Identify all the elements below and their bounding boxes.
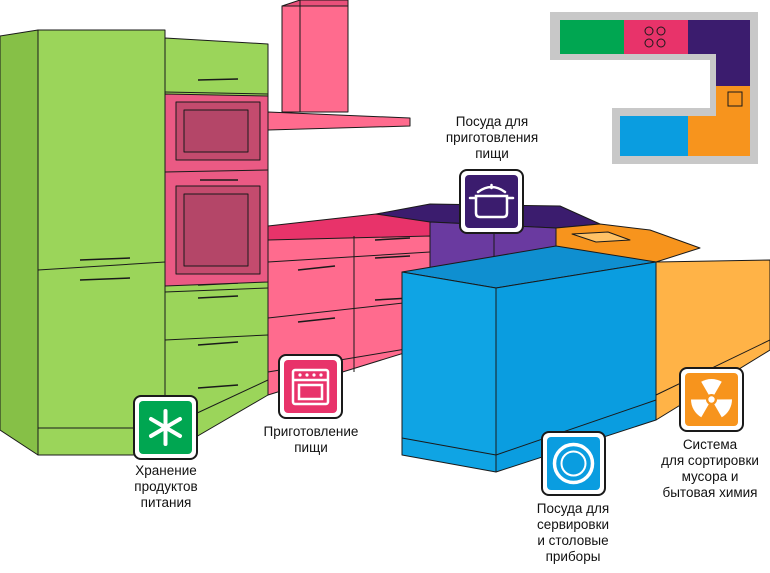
tableware-zone-label: Посуда для сервировки и столовые приборы bbox=[536, 501, 610, 564]
waste-zone-label: Система для сортировки мусора и бытовая … bbox=[661, 437, 759, 500]
cookware-zone-icon bbox=[459, 169, 524, 234]
island-cabinet bbox=[401, 245, 657, 473]
cooking-zone-label: Приготовление пищи bbox=[263, 424, 359, 455]
radiation-icon bbox=[690, 378, 733, 418]
range-hood bbox=[267, 0, 411, 131]
plate-icon bbox=[552, 442, 595, 485]
oven-icon bbox=[291, 368, 330, 406]
oven-tower bbox=[164, 93, 269, 287]
pot-icon bbox=[468, 183, 515, 219]
storage-zone-label: Хранение продуктов питания bbox=[134, 463, 198, 510]
snowflake-icon bbox=[149, 409, 182, 446]
tableware-zone-icon bbox=[541, 431, 606, 496]
waste-zone-icon bbox=[679, 367, 744, 432]
cooking-zone-icon bbox=[278, 354, 343, 419]
cookware-zone-label: Посуда для приготовления пищи bbox=[445, 114, 539, 161]
floor-plan bbox=[550, 12, 758, 164]
storage-zone-icon bbox=[133, 395, 198, 460]
